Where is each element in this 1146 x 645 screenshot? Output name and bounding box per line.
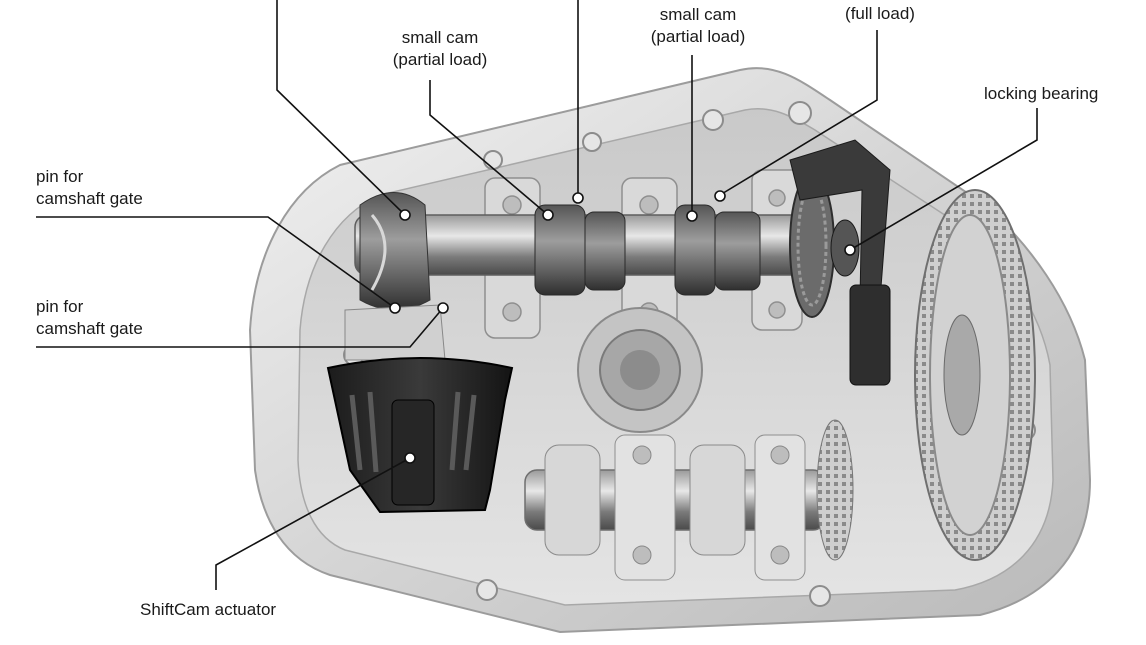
intake-camshaft: [354, 192, 811, 311]
label-small-cam-right-line1: small cam: [659, 5, 737, 24]
leader-actuator: [215, 457, 411, 590]
label-pin-gate-2-line2: camshaft gate: [36, 319, 143, 338]
label-pin-gate-2: pin for camshaft gate: [36, 296, 143, 340]
exhaust-camshaft: [524, 419, 854, 581]
label-small-cam-left: small cam (partial load): [370, 27, 510, 71]
label-full-load-text: (full load): [845, 4, 915, 23]
label-full-load: (full load): [820, 3, 940, 25]
label-pin-gate-1: pin for camshaft gate: [36, 166, 143, 210]
leader-small-cam-left: [429, 80, 549, 216]
label-shiftcam-actuator-text: ShiftCam actuator: [140, 600, 277, 619]
label-pin-gate-2-line1: pin for: [36, 297, 84, 316]
label-shiftcam-actuator: ShiftCam actuator: [140, 599, 276, 621]
leader-gate-top: [276, 0, 406, 216]
leader-pin-gate-1: [36, 216, 396, 309]
label-small-cam-right-line2: (partial load): [650, 27, 746, 46]
leader-dots: [389, 190, 856, 464]
label-locking-bearing: locking bearing: [984, 83, 1098, 105]
leader-full-load-right: [719, 30, 878, 196]
label-small-cam-left-line2: (partial load): [392, 50, 488, 69]
timing-gear: [914, 189, 1036, 561]
leader-lines: [36, 0, 1038, 590]
leader-pin-gate-2: [36, 307, 444, 348]
shiftcam-actuator: [326, 357, 514, 514]
label-pin-gate-1-line2: camshaft gate: [36, 189, 143, 208]
spark-plug-well: [577, 307, 703, 433]
label-pin-gate-1-line1: pin for: [36, 167, 84, 186]
label-small-cam-left-line1: small cam: [401, 28, 479, 47]
leader-locking-bearing: [849, 108, 1038, 251]
label-small-cam-right: small cam (partial load): [628, 4, 768, 48]
label-locking-bearing-text: locking bearing: [984, 84, 1099, 103]
